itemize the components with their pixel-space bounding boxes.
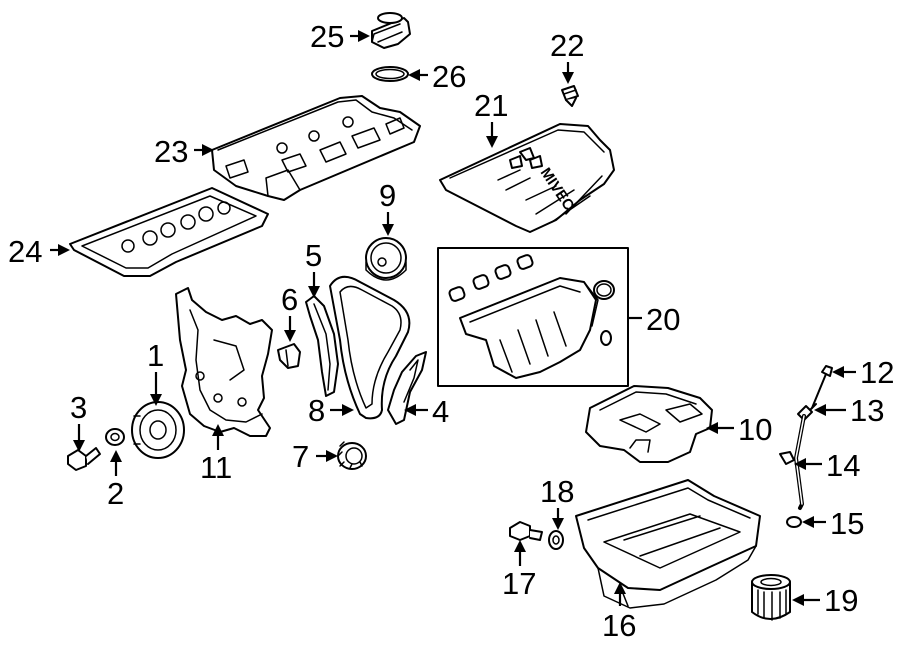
callout-13: 13 [850, 393, 884, 428]
oil-pan [575, 479, 761, 609]
callout-7: 7 [292, 439, 309, 474]
callout-20: 20 [646, 302, 680, 337]
callout-8: 8 [308, 393, 325, 428]
callout-1: 1 [147, 338, 164, 373]
valve-cover [211, 95, 421, 201]
callout-19: 19 [824, 583, 858, 618]
callout-17: 17 [502, 566, 536, 601]
oil-filler-cap [371, 12, 411, 49]
oil-dipstick-assembly [779, 365, 833, 528]
callout-14: 14 [826, 448, 860, 483]
callout-24: 24 [8, 234, 42, 269]
engine-cover-bolt [561, 85, 579, 107]
callout-6: 6 [281, 282, 298, 317]
pulley-bolt [67, 447, 101, 471]
callout-15: 15 [830, 506, 864, 541]
callout-2: 2 [107, 476, 124, 511]
engine-cover [439, 123, 615, 233]
callout-16: 16 [602, 608, 636, 643]
callout-4: 4 [432, 394, 449, 429]
callout-3: 3 [70, 390, 87, 425]
timing-chain [329, 275, 411, 420]
oil-pan-upper [585, 385, 713, 463]
chain-guide-left [305, 295, 339, 397]
oil-filter [751, 574, 791, 621]
pulley-washer [105, 428, 125, 446]
callout-11: 11 [200, 450, 232, 485]
crankshaft-pulley [131, 401, 185, 459]
callout-18: 18 [540, 474, 574, 509]
callout-26: 26 [432, 59, 466, 94]
drain-plug [509, 521, 543, 541]
camshaft-sprocket [365, 237, 407, 281]
timing-chain-cover [175, 287, 273, 437]
drain-plug-gasket [548, 530, 564, 550]
callout-12: 12 [860, 355, 894, 390]
callout-22: 22 [550, 28, 584, 63]
filler-cap-seal [371, 66, 409, 82]
crank-sprocket [337, 441, 367, 470]
callout-25: 25 [310, 19, 344, 54]
callout-23: 23 [154, 134, 188, 169]
callout-9: 9 [379, 178, 396, 213]
intake-manifold-box [437, 247, 629, 387]
valve-cover-gasket [69, 187, 269, 277]
callouts: 1 2 3 4 5 6 7 8 9 10 11 12 13 14 15 16 1… [8, 19, 894, 643]
chain-tensioner [277, 343, 301, 369]
callout-10: 10 [738, 412, 772, 447]
callout-21: 21 [474, 88, 508, 123]
callout-5: 5 [305, 238, 322, 273]
chain-guide-right [387, 351, 427, 425]
